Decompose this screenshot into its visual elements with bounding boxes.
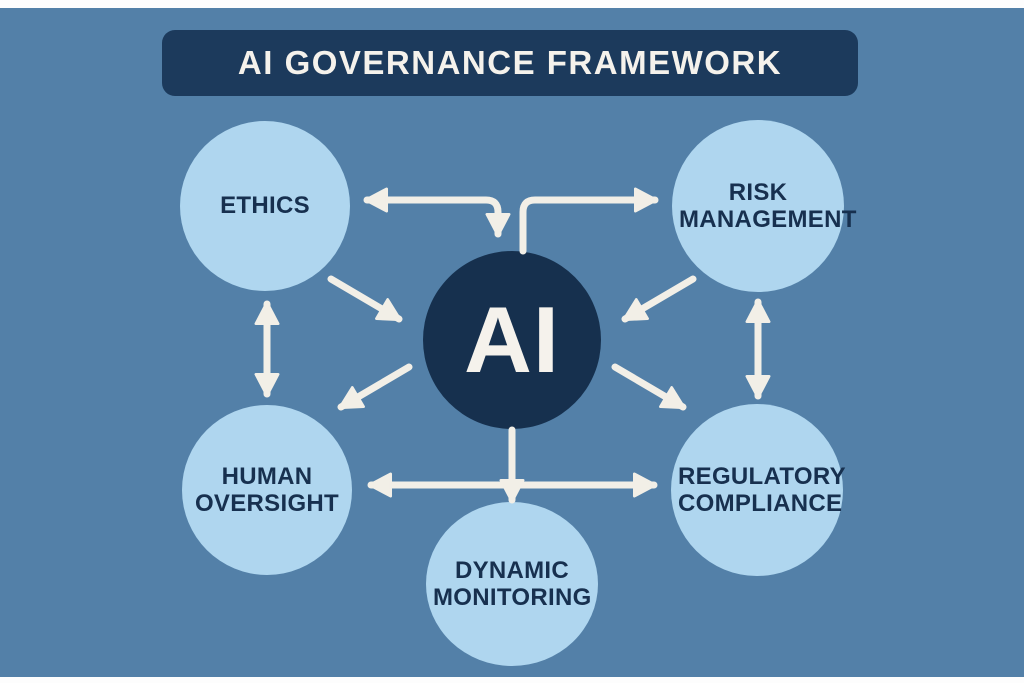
arrow-ai-to-regulatory-compliance-diagonal	[611, 363, 687, 411]
arrow-ai-to-risk-management-elbow	[519, 187, 659, 255]
arrow-risk-management-to-ai-diagonal	[621, 275, 697, 323]
node-human-oversight: HUMAN OVERSIGHT	[182, 405, 352, 575]
node-ethics-label: ETHICS	[220, 192, 310, 220]
page-title: AI GOVERNANCE FRAMEWORK	[237, 44, 783, 81]
node-ai-label: AI	[464, 287, 560, 392]
arrow-ai-ethics-elbow	[363, 187, 511, 238]
node-ethics: ETHICS	[180, 121, 350, 291]
node-dynamic-monitoring-label: DYNAMIC MONITORING	[433, 556, 592, 611]
arrow-ai-to-human-oversight-diagonal	[337, 363, 413, 411]
node-human-oversight-label: HUMAN OVERSIGHT	[194, 462, 340, 517]
arrow-ethics-to-ai-diagonal	[327, 275, 403, 323]
title-banner: AI GOVERNANCE FRAMEWORK	[162, 30, 858, 96]
node-risk-management-label: RISK MANAGEMENT	[679, 178, 857, 233]
top-frame-edge	[0, 0, 1024, 8]
node-dynamic-monitoring: DYNAMIC MONITORING	[426, 502, 598, 666]
bottom-frame-edge	[0, 677, 1024, 683]
node-regulatory-compliance: REGULATORY COMPLIANCE	[671, 404, 846, 576]
node-risk-management: RISK MANAGEMENT	[672, 120, 857, 292]
node-regulatory-compliance-label: REGULATORY COMPLIANCE	[678, 462, 846, 517]
node-ai-center: AI	[423, 251, 601, 429]
